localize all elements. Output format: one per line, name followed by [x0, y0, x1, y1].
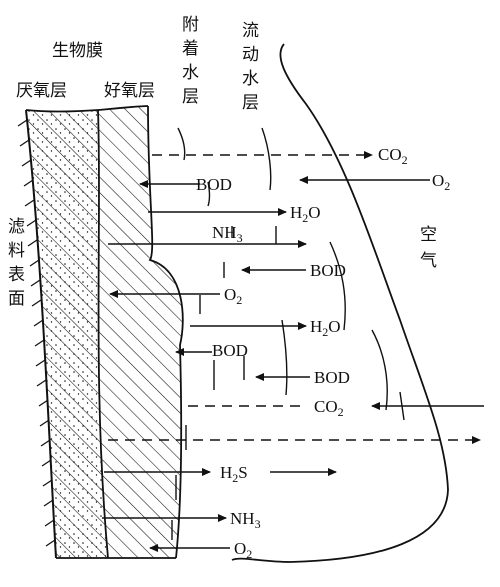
nh3-2-label: NH3 — [230, 509, 261, 531]
svg-text:气: 气 — [420, 251, 437, 271]
aerobic-layer — [98, 106, 183, 558]
attached-water-layer-dashes — [171, 127, 245, 540]
flowing-water-layer-label: 流 动 水 层 — [242, 21, 259, 113]
svg-text:面: 面 — [8, 289, 25, 309]
h2s-label: H2S — [220, 463, 248, 485]
biofilm-label: 生物膜 — [52, 41, 103, 61]
svg-text:动: 动 — [242, 45, 259, 65]
svg-text:水: 水 — [182, 63, 199, 83]
filter-surface-ticks — [17, 119, 56, 547]
biofilm-top-edge — [25, 105, 149, 113]
flowing-water-layer-dashes — [261, 127, 405, 421]
filter-surface-label: 滤 料 表 面 — [8, 217, 25, 309]
bod-4-label: BOD — [314, 368, 350, 387]
nh3-1-label: NH3 — [212, 223, 243, 245]
bod-3-label: BOD — [212, 341, 248, 360]
air-water-interface — [231, 43, 449, 563]
svg-text:空: 空 — [420, 225, 437, 245]
svg-text:着: 着 — [182, 39, 199, 59]
anaerobic-layer-label: 厌氧层 — [16, 81, 67, 101]
svg-text:附: 附 — [182, 15, 199, 35]
svg-text:料: 料 — [8, 241, 25, 261]
svg-text:水: 水 — [242, 69, 259, 89]
anaerobic-dots — [26, 110, 108, 558]
bod-1-label: BOD — [196, 175, 232, 194]
bod-2-label: BOD — [310, 261, 346, 280]
co2-top-label: CO2 — [378, 145, 408, 167]
anaerobic-aerobic-boundary — [97, 109, 109, 559]
svg-text:滤: 滤 — [8, 217, 25, 237]
o2-bottom-label: O2 — [234, 539, 252, 561]
svg-text:层: 层 — [182, 87, 199, 107]
attached-water-layer-label: 附 着 水 层 — [182, 15, 199, 107]
o2-right-label: O2 — [432, 171, 450, 193]
svg-text:流: 流 — [242, 21, 259, 41]
arrows — [102, 151, 484, 552]
svg-text:层: 层 — [242, 93, 259, 113]
aerobic-layer-label: 好氧层 — [104, 81, 155, 101]
air-label: 空 气 — [420, 225, 437, 271]
h2o-1-label: H2O — [290, 203, 321, 225]
co2-bottom-label: CO2 — [314, 397, 344, 419]
o2-mid-label: O2 — [224, 285, 242, 307]
h2o-2-label: H2O — [310, 317, 341, 339]
svg-text:表: 表 — [8, 265, 25, 285]
